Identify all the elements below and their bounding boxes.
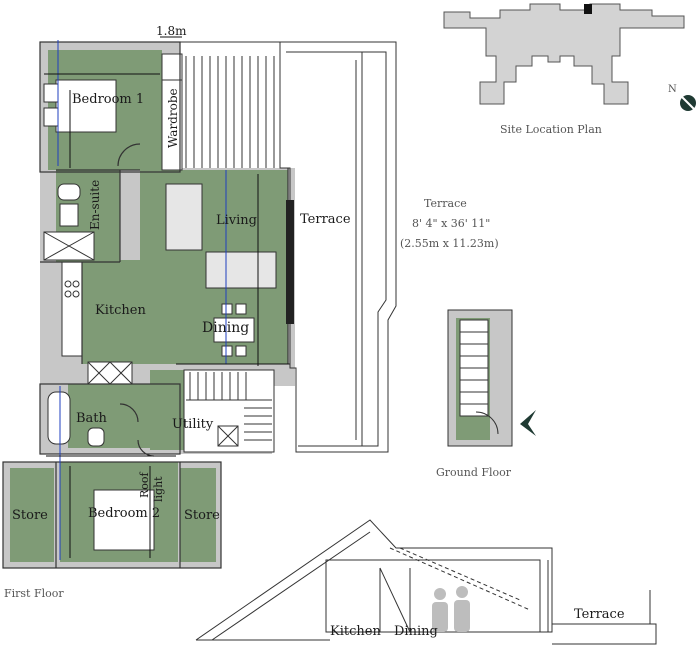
label-living: Living xyxy=(216,213,257,228)
bath-toilet xyxy=(87,427,105,447)
section-drawing xyxy=(195,519,657,645)
interior-walls xyxy=(2,41,289,569)
terrace-info-imperial: 8' 4" x 36' 11" xyxy=(412,217,491,230)
label-light: light xyxy=(152,476,165,502)
wardrobe-box xyxy=(161,53,183,171)
first-floor-label: First Floor xyxy=(4,587,64,600)
section-figures xyxy=(432,586,470,632)
label-dining: Dining xyxy=(202,320,250,336)
label-store-right: Store xyxy=(184,508,220,523)
label-roof: Roof xyxy=(138,472,151,498)
sofa-1 xyxy=(165,183,203,251)
label-terrace: Terrace xyxy=(300,212,351,227)
kitchen-counter xyxy=(61,261,83,357)
section-label-kitchen: Kitchen xyxy=(330,624,381,639)
terrace-info-metric: (2.55m x 11.23m) xyxy=(400,237,499,250)
label-bedroom-1: Bedroom 1 xyxy=(72,92,145,107)
bed-1 xyxy=(55,79,117,133)
entrance-arrow-icon xyxy=(520,410,536,436)
roof-slats xyxy=(185,56,275,168)
site-location-label: Site Location Plan xyxy=(500,123,602,136)
section-label-terrace: Terrace xyxy=(574,607,625,622)
terrace-info-title: Terrace xyxy=(424,197,467,210)
dining-table xyxy=(213,317,255,343)
north-label: N xyxy=(668,84,677,95)
section-label-dining: Dining xyxy=(394,624,438,639)
sofa-2 xyxy=(205,251,277,289)
stair-treads xyxy=(186,372,272,441)
measure-arrows xyxy=(44,36,290,558)
label-utility: Utility xyxy=(172,417,214,432)
label-wardrobe: Wardrobe xyxy=(166,88,180,148)
ground-floor-label: Ground Floor xyxy=(436,466,512,479)
glazing-doors xyxy=(286,200,294,324)
site-location-plan xyxy=(443,3,685,105)
ensuite-basin xyxy=(59,203,79,227)
label-bedroom-2: Bedroom 2 xyxy=(88,506,161,521)
bathtub xyxy=(47,391,71,445)
terrace-outline xyxy=(180,41,397,453)
kitchen-units xyxy=(87,361,133,385)
room-store-right xyxy=(180,468,216,562)
site-marker xyxy=(584,4,592,14)
bed-2 xyxy=(93,489,155,551)
label-ensuite: En-suite xyxy=(88,179,102,230)
ensuite-toilet xyxy=(57,183,81,201)
dimension-lines xyxy=(57,40,227,560)
label-kitchen: Kitchen xyxy=(95,303,146,318)
label-store-left: Store xyxy=(12,508,48,523)
room-store-left xyxy=(10,468,54,562)
dimension-label: 1.8m xyxy=(156,24,187,38)
label-bath: Bath xyxy=(76,411,107,426)
